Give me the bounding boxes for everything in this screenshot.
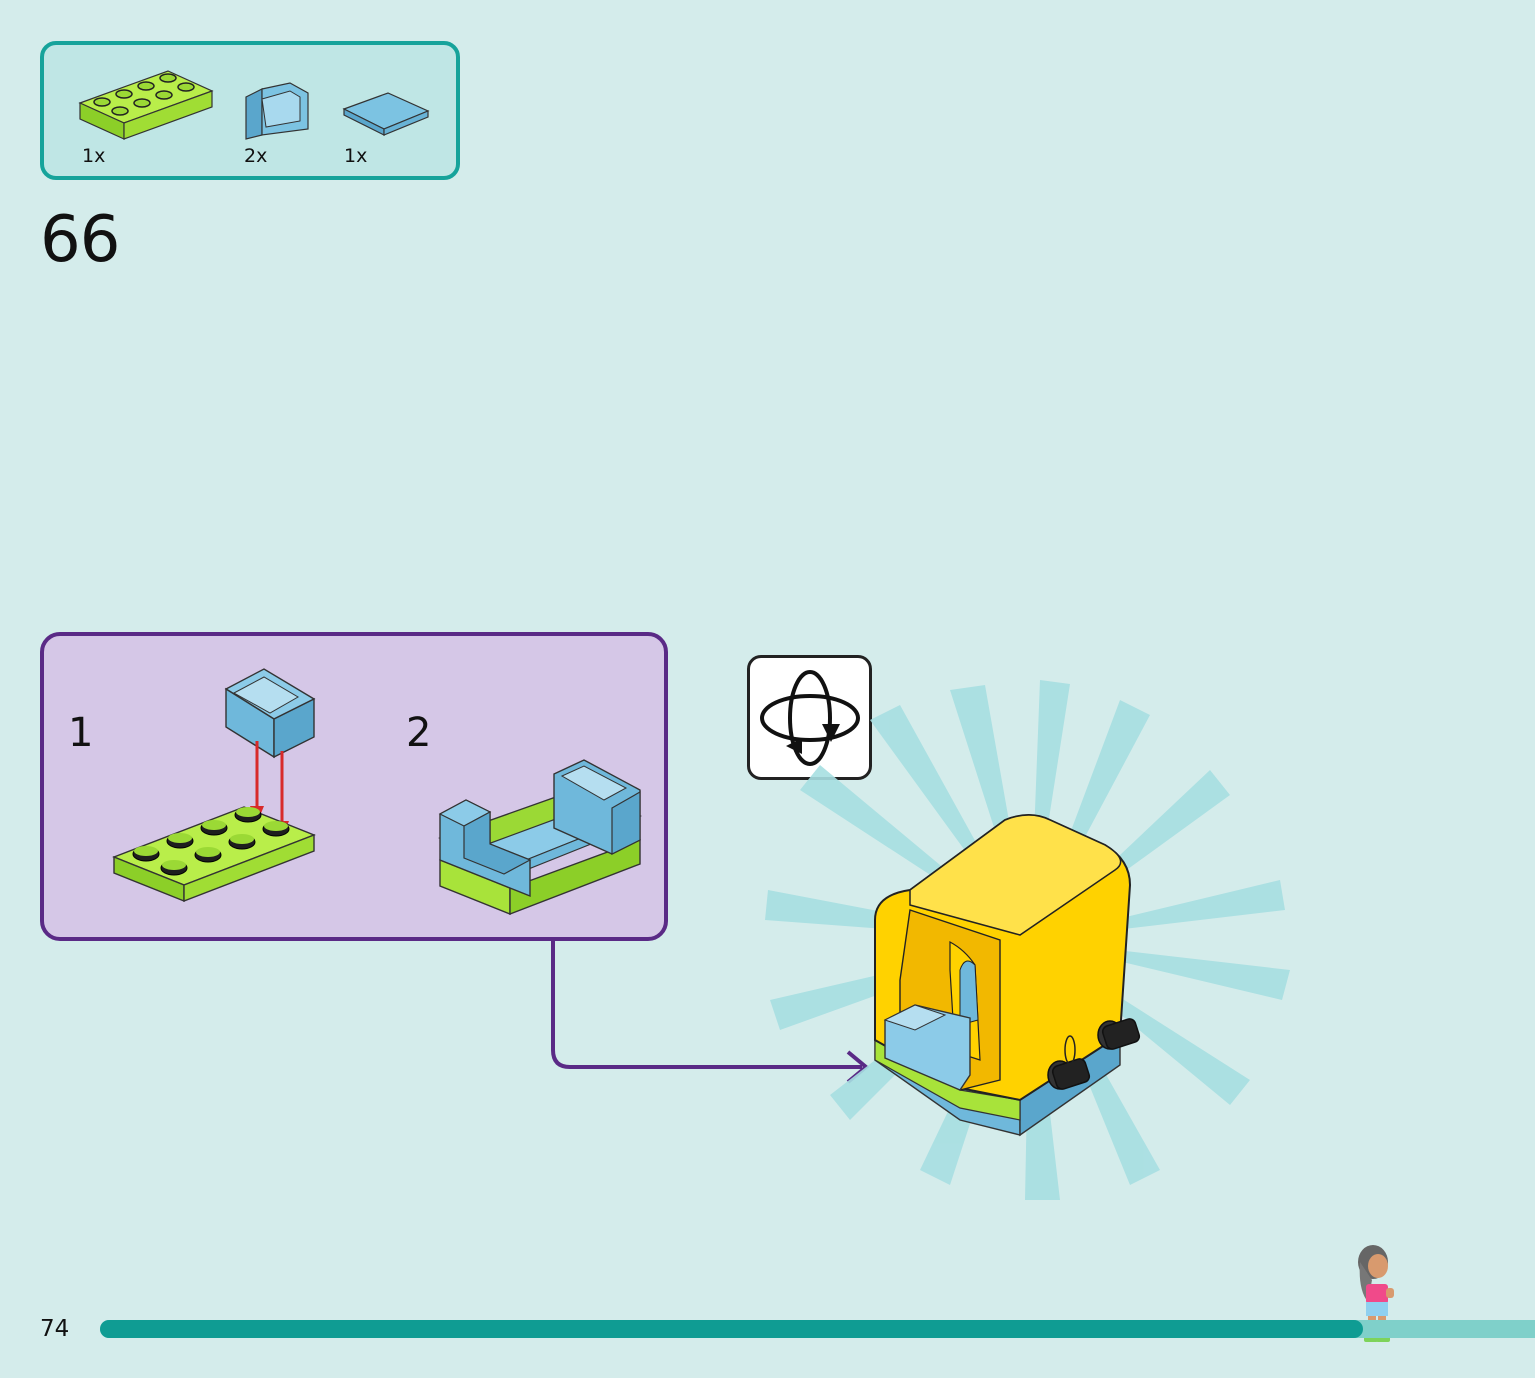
part-qty: 2x bbox=[244, 145, 268, 167]
assembled-model-illustration bbox=[765, 680, 1290, 1200]
substep-2-illustration bbox=[438, 759, 643, 916]
substep-panel: 1 2 bbox=[40, 632, 668, 941]
progress-bar-fill bbox=[100, 1320, 1363, 1338]
azure-tile-2x2-icon bbox=[342, 92, 430, 136]
substep-number: 2 bbox=[406, 710, 432, 756]
step-number: 66 bbox=[40, 203, 120, 277]
lime-plate-2x4-icon bbox=[78, 70, 214, 140]
rotate-model-icon bbox=[747, 655, 872, 780]
azure-wall-element-icon bbox=[245, 82, 309, 140]
substep-number: 1 bbox=[68, 710, 94, 756]
part-qty: 1x bbox=[344, 145, 368, 167]
part-qty: 1x bbox=[82, 145, 106, 167]
page-number: 74 bbox=[40, 1316, 70, 1342]
substep-1-illustration bbox=[112, 668, 316, 903]
parts-list: 1x 2x 1x bbox=[40, 41, 460, 180]
progress-bar bbox=[100, 1320, 1535, 1338]
